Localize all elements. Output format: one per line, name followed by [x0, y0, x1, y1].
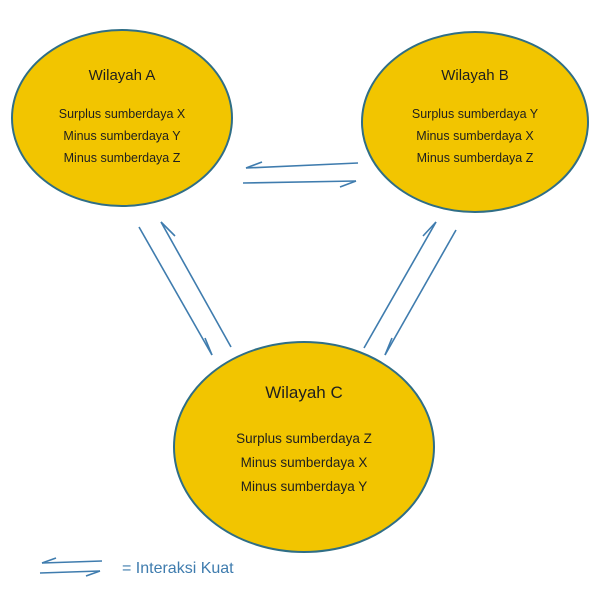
region-c-ellipse	[173, 341, 435, 553]
arrow-b-to-a-head	[245, 161, 263, 169]
arrow-b-to-c	[384, 229, 457, 356]
arrow-c-to-b-head	[422, 221, 437, 237]
region-a-title: Wilayah A	[89, 67, 156, 84]
region-b: Wilayah B Surplus sumberdaya Y Minus sum…	[361, 31, 589, 213]
arrow-a-to-b-head	[339, 180, 357, 188]
arrow-a-to-c	[138, 226, 213, 356]
arrow-a-to-c-head	[204, 337, 213, 356]
region-a: Wilayah A Surplus sumberdaya X Minus sum…	[11, 29, 233, 207]
region-b-title: Wilayah B	[441, 67, 509, 84]
region-b-line-3: Minus sumberdaya Z	[417, 151, 534, 165]
region-b-line-2: Minus sumberdaya X	[416, 129, 534, 143]
arrow-c-to-b	[363, 221, 437, 349]
arrow-b-to-a	[245, 162, 359, 169]
arrows-a-b	[242, 161, 359, 188]
arrow-c-to-a-head	[160, 221, 176, 237]
region-c-line-2: Minus sumberdaya X	[241, 455, 368, 470]
legend-label: = Interaksi Kuat	[122, 560, 234, 577]
arrows-a-c	[138, 221, 232, 356]
region-a-ellipse	[11, 29, 233, 207]
arrow-c-to-a	[160, 221, 232, 348]
region-c-title: Wilayah C	[265, 383, 342, 402]
legend: = Interaksi Kuat	[39, 557, 234, 577]
double-arrow-icon	[39, 557, 103, 577]
region-c: Wilayah C Surplus sumberdaya Z Minus sum…	[173, 341, 435, 553]
region-b-ellipse	[361, 31, 589, 213]
region-c-line-1: Surplus sumberdaya Z	[236, 431, 372, 446]
arrow-b-to-c-head	[384, 337, 393, 356]
region-b-line-1: Surplus sumberdaya Y	[412, 107, 539, 121]
region-a-line-1: Surplus sumberdaya X	[59, 107, 186, 121]
arrow-a-to-b	[242, 180, 357, 184]
arrows-b-c	[363, 221, 457, 356]
region-a-line-3: Minus sumberdaya Z	[64, 151, 181, 165]
region-c-line-3: Minus sumberdaya Y	[241, 479, 368, 494]
region-a-line-2: Minus sumberdaya Y	[63, 129, 181, 143]
